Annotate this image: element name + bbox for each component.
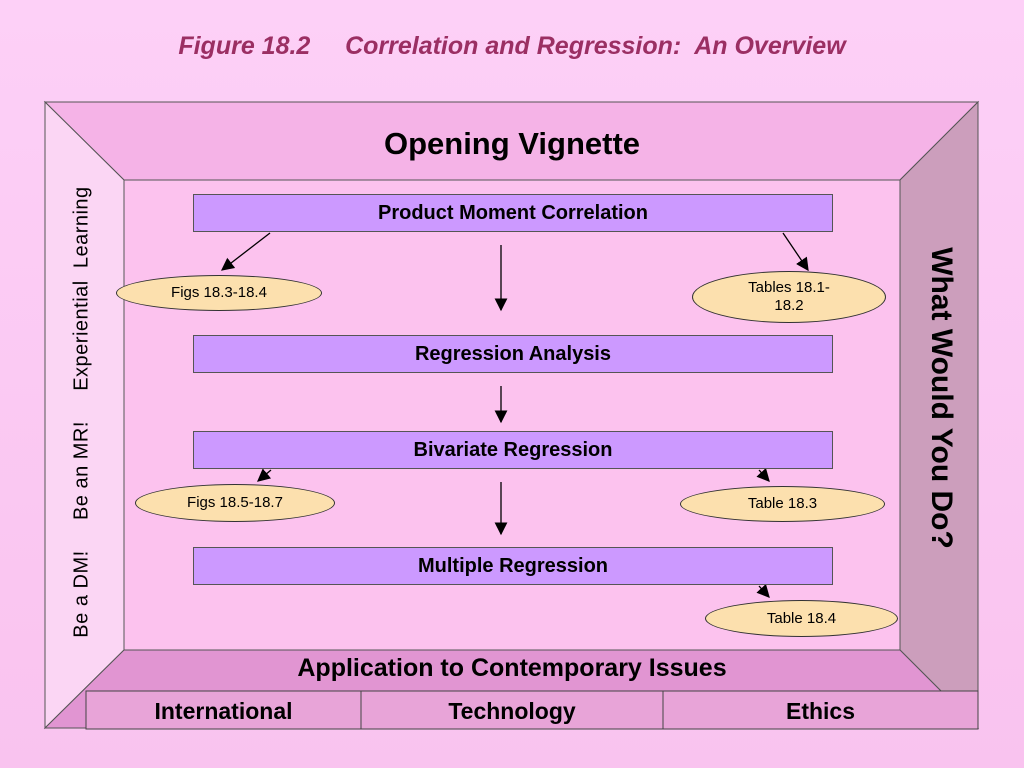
- oval-figs-18-5-18-7: Figs 18.5-18.7: [135, 484, 335, 522]
- arrow-multiple-to-table: [756, 583, 770, 598]
- oval-figs-18-3-18-4: Figs 18.3-18.4: [116, 275, 322, 311]
- application-heading: Application to Contemporary Issues: [297, 654, 727, 682]
- tab-technology: Technology: [448, 697, 576, 724]
- oval-table-18-3: Table 18.3: [680, 486, 885, 522]
- figure-title: Figure 18.2 Correlation and Regression: …: [178, 32, 846, 60]
- arrow-pmc-to-tables: [782, 232, 809, 272]
- box-bivariate-regression: Bivariate Regression: [193, 431, 833, 469]
- box-multiple-regression: Multiple Regression: [193, 547, 833, 585]
- box-regression-analysis: Regression Analysis: [193, 335, 833, 373]
- right-panel-text: What Would You Do?: [925, 247, 958, 549]
- oval-tables-18-1-18-2: Tables 18.1-18.2: [692, 271, 886, 323]
- left-panel-text: Be a DM! Be an MR! Experiential Learning: [70, 186, 93, 638]
- box-product-moment-correlation: Product Moment Correlation: [193, 194, 833, 232]
- tab-strip: [85, 690, 979, 730]
- oval-table-18-4: Table 18.4: [705, 600, 898, 637]
- arrow-bivariate-to-figs: [257, 468, 272, 482]
- opening-vignette-heading: Opening Vignette: [383, 126, 641, 161]
- arrow-bivariate-to-table: [756, 467, 770, 482]
- arrow-pmc-to-figs: [220, 232, 271, 271]
- tab-ethics: Ethics: [785, 697, 856, 724]
- tab-international: International: [154, 697, 293, 724]
